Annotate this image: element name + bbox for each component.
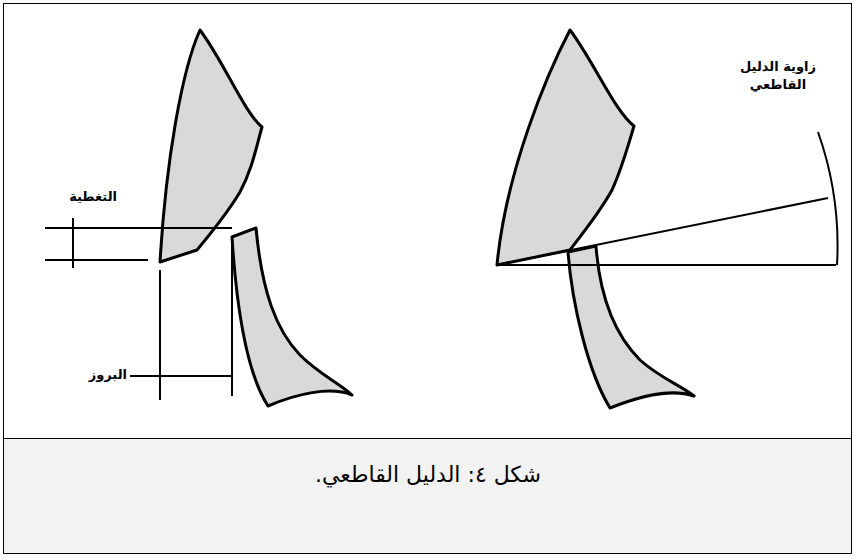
angle-label: زاوية الدليل القاطعي: [728, 58, 828, 93]
caption-band: [3, 438, 852, 554]
overjet-label: البروز: [89, 367, 127, 382]
figure-caption: شكل ٤: الدليل القاطعي.: [315, 462, 541, 487]
overlap-label: التغطية: [69, 189, 117, 204]
